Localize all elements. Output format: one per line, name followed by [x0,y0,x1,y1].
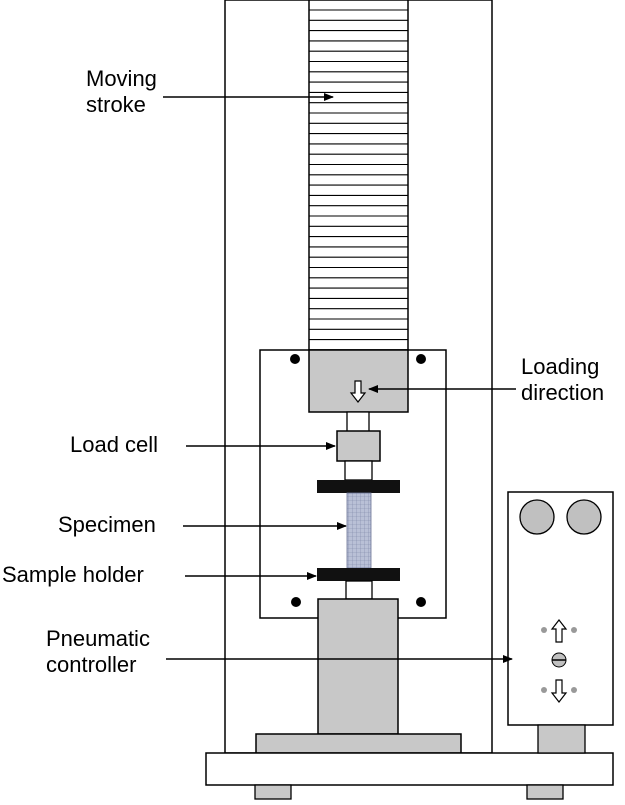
up-arrow-button-icon [550,619,568,643]
label-pneumatic-controller: Pneumatic controller [46,626,150,678]
upper-shaft [346,411,370,433]
indicator-dot [571,687,577,693]
label-loading-direction-line1: Loading [521,354,600,379]
bolt-top-left [290,354,300,364]
lower-shaft [344,460,373,481]
bolt-bottom-left [291,597,301,607]
base-column [317,598,399,735]
indicator-dot [541,627,547,633]
label-pneumatic-controller-line1: Pneumatic [46,626,150,651]
label-specimen: Specimen [58,512,156,537]
lower-grip-plate [317,568,400,581]
indicator-dot [541,687,547,693]
loading-direction-arrow-icon [349,380,367,403]
label-pneumatic-controller-line2: controller [46,652,137,677]
controller-stand [537,724,586,754]
label-moving-stroke-line1: Moving [86,66,157,91]
label-moving-stroke: Moving stroke [86,66,157,118]
label-loading-direction-line2: direction [521,380,605,405]
upper-grip-plate [317,480,400,493]
indicator-dot [571,627,577,633]
bellows-ribs [309,9,408,341]
label-loading-direction: Loading direction [521,354,604,406]
foot-right [526,784,564,800]
base-plinth [255,733,462,754]
foot-left [254,784,292,800]
base-platform [205,752,614,786]
bolt-top-right [416,354,426,364]
load-cell-block [336,430,381,462]
gauge-right [566,499,602,535]
down-arrow-button-icon [550,679,568,703]
label-sample-holder: Sample holder [2,562,144,587]
bolt-bottom-right [416,597,426,607]
lower-connector [345,580,373,600]
label-moving-stroke-line2: stroke [86,92,146,117]
gauge-left [519,499,555,535]
specimen [346,492,372,569]
label-load-cell: Load cell [70,432,159,457]
